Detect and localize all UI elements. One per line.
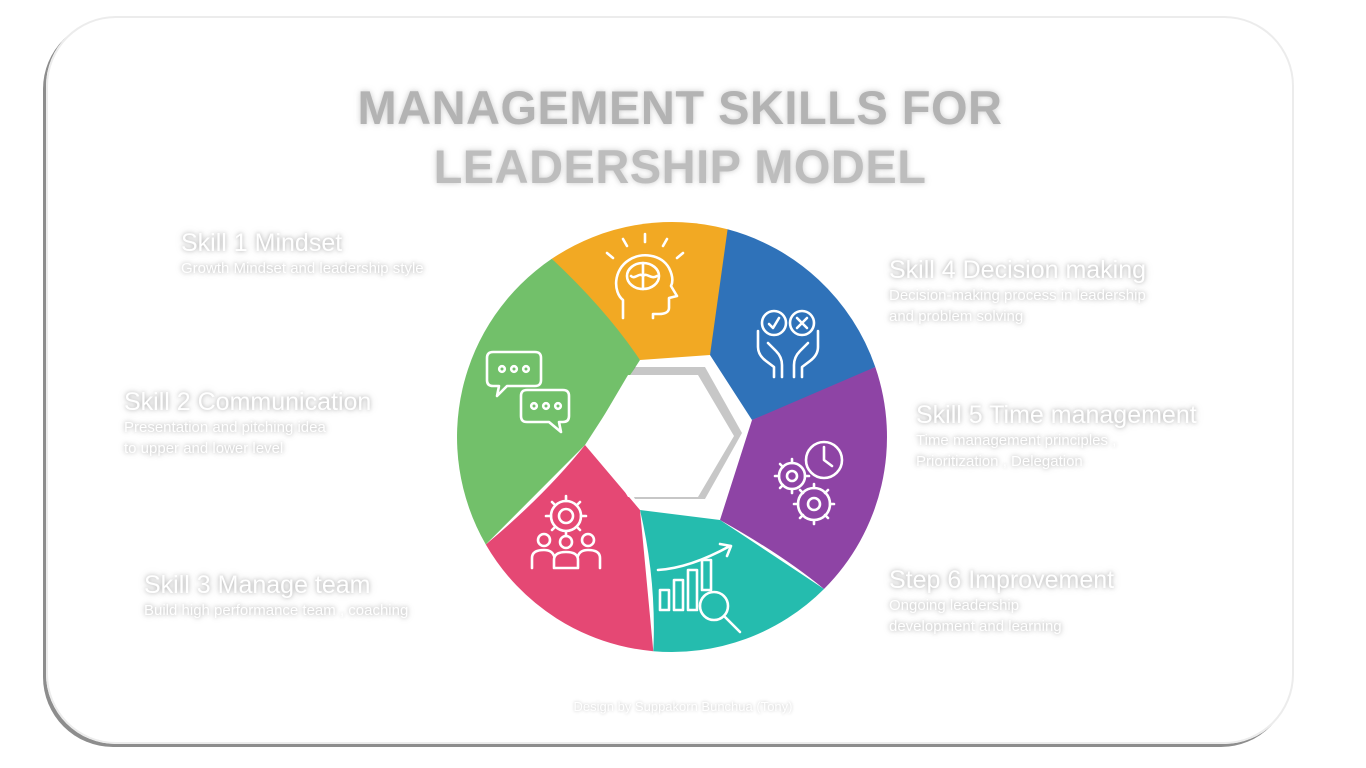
wheel-segment-skill-2 xyxy=(457,258,640,545)
wheel-segment-skill-6 xyxy=(640,510,824,653)
skill-5-desc: Time management principles , Prioritizat… xyxy=(916,432,1117,470)
skill-4-desc: Decision-making process in leadership an… xyxy=(889,287,1146,325)
title-line-1: MANAGEMENT SKILLS FOR xyxy=(357,81,1003,134)
skill-3-label: Skill 3 Manage team Build high performan… xyxy=(144,570,408,621)
wheel-segment-skill-1 xyxy=(551,222,728,360)
gears-clock-icon xyxy=(773,440,844,526)
title-line-2: LEADERSHIP MODEL xyxy=(433,140,927,193)
wheel-segment-skill-5 xyxy=(720,367,887,589)
chat-bubbles-icon xyxy=(485,350,571,434)
skill-6-desc: Ongoing leadership development and learn… xyxy=(889,597,1062,635)
wheel-segments xyxy=(457,222,887,653)
center-hexagon xyxy=(592,375,734,497)
growth-chart-magnifier-icon xyxy=(656,542,742,634)
skill-4-label: Skill 4 Decision making Decision-making … xyxy=(889,255,1146,327)
skill-2-title: Skill 2 Communication xyxy=(124,388,372,416)
brain-head-icon xyxy=(605,232,685,320)
skill-6-label: Step 6 Improvement Ongoing leadership de… xyxy=(889,565,1114,637)
skill-3-desc: Build high performance team , coaching xyxy=(144,602,409,619)
designer-credit: Design by Suppakorn Bunchua (Tony) xyxy=(573,699,793,714)
skill-1-label: Skill 1 Mindset Growth Mindset and leade… xyxy=(181,228,424,279)
skill-2-label: Skill 2 Communication Presentation and p… xyxy=(124,387,371,459)
skill-5-label: Skill 5 Time management Time management … xyxy=(916,400,1197,472)
skill-6-title: Step 6 Improvement xyxy=(889,566,1115,594)
wheel-segment-skill-4 xyxy=(710,229,876,420)
skill-2-desc: Presentation and pitching idea to upper … xyxy=(124,419,326,457)
skill-3-title: Skill 3 Manage team xyxy=(144,571,371,599)
team-gear-icon xyxy=(530,494,602,570)
skill-1-desc: Growth Mindset and leadership style xyxy=(181,260,424,277)
skill-4-title: Skill 4 Decision making xyxy=(889,256,1147,284)
skill-5-title: Skill 5 Time management xyxy=(916,401,1197,429)
decision-hands-icon xyxy=(756,309,820,379)
skill-1-title: Skill 1 Mindset xyxy=(181,229,343,257)
